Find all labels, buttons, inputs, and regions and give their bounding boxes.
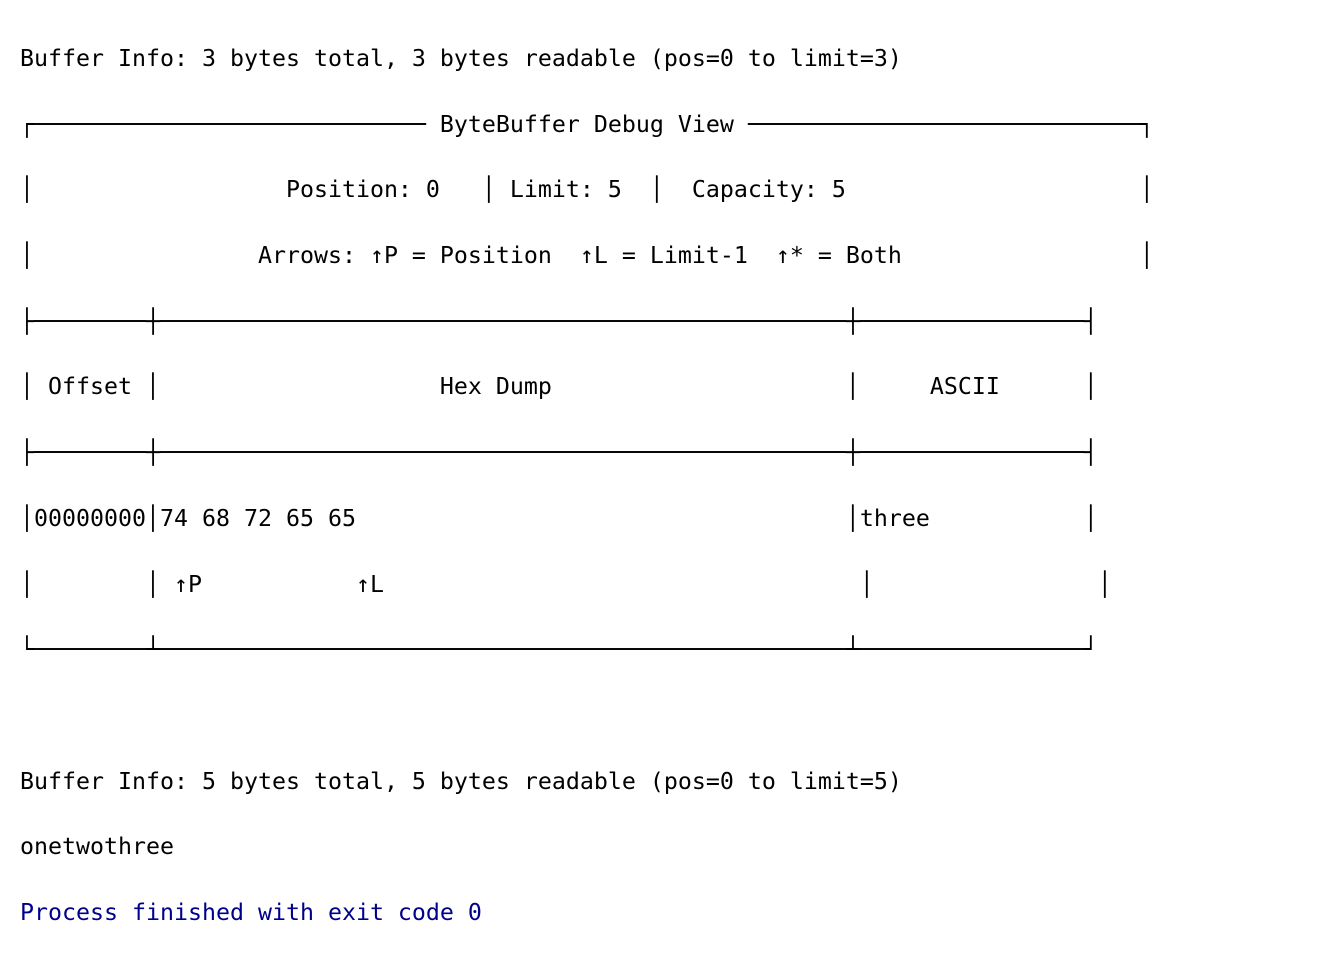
buffer-info-line-before: Buffer Info: 3 bytes total, 3 bytes read… xyxy=(20,45,902,72)
buffer-info-line-after: Buffer Info: 5 bytes total, 5 bytes read… xyxy=(20,767,902,795)
box-arrows-legend-row: │ Arrows: ↑P = Position ↑L = Limit-1 ↑* … xyxy=(20,242,1154,270)
table-data-row: │00000000│74 68 72 65 65 │three │ xyxy=(20,504,1098,532)
box-title-border: ┌──────────────────────────── ByteBuffer… xyxy=(20,110,1154,138)
process-exit-message: Process finished with exit code 0 xyxy=(20,898,482,926)
table-bottom-border: └────────┴──────────────────────────────… xyxy=(20,636,1098,664)
table-top-separator: ├────────┼──────────────────────────────… xyxy=(20,307,1098,335)
table-arrow-marker-row: │ │ ↑P ↑L │ │ xyxy=(20,570,1112,598)
table-header-row: │ Offset │ Hex Dump │ ASCII │ xyxy=(20,373,1098,401)
box-position-limit-capacity-row: │ Position: 0 │ Limit: 5 │ Capacity: 5 │ xyxy=(20,176,1154,204)
program-output-text: onetwothree xyxy=(20,833,174,861)
blank-line xyxy=(20,697,1342,736)
table-header-separator: ├────────┼──────────────────────────────… xyxy=(20,439,1098,467)
